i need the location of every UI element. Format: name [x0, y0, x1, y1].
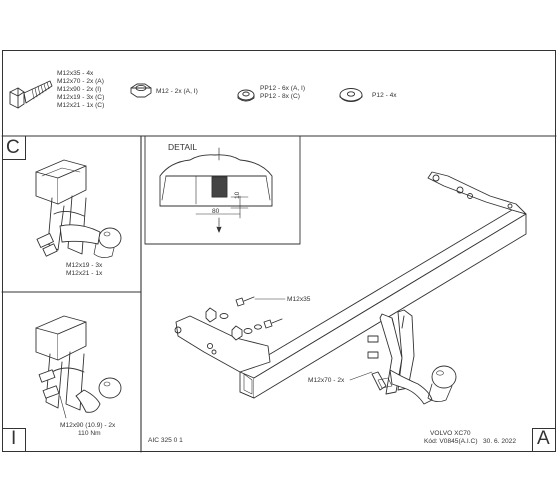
bolt-label-5: M12x21 - 1x (C) [57, 102, 105, 109]
panel-c-letter: C [6, 137, 20, 158]
panel-c-box [2, 136, 26, 160]
panel-i-torque-label: 110 Nm [78, 430, 101, 437]
panel-i-bolt-label: M12x90 (10.9) - 2x [60, 422, 116, 429]
bolt-label-2: M12x70 - 2x (A) [57, 78, 104, 85]
main-bolt-label-top: M12x35 [287, 296, 311, 303]
bolt-label-4: M12x19 - 3x (C) [57, 94, 105, 101]
panel-c-sketch [35, 159, 122, 258]
bolt-icon [9, 80, 53, 109]
bolt-label-3: M12x90 - 2x (I) [57, 86, 102, 93]
panel-c-bolt-label-1: M12x19 - 3x [66, 262, 103, 269]
panel-i-box [2, 428, 26, 452]
flat-washer-icon [339, 88, 363, 102]
tow-bar-assembly [174, 171, 527, 405]
panel-c-bolt-label-2: M12x21 - 1x [66, 270, 103, 277]
main-bolt-label-bottom: M12x70 - 2x [308, 377, 345, 384]
panel-i-letter: I [11, 428, 17, 449]
detail-inset [144, 135, 301, 245]
panel-a-box [532, 428, 556, 452]
nut-label: M12 - 2x (A, I) [156, 88, 198, 95]
drawing-code: AIC 325 0 1 [148, 437, 183, 444]
vehicle-model: VOLVO XC70 [430, 430, 471, 437]
detail-dim-horizontal: 80 [212, 208, 220, 215]
bolt-label-1: M12x35 - 4x [57, 70, 94, 77]
washer-label-1: PP12 - 6x (A, I) [260, 85, 306, 92]
kod-line: Kód: V0845(A.I.C) 30. 6. 2022 [424, 438, 517, 445]
flat-washer-label: P12 - 4x [372, 92, 397, 99]
washer-label-2: PP12 - 8x (C) [260, 93, 300, 100]
spring-washer-icon [237, 89, 255, 102]
panel-i-sketch [35, 315, 122, 419]
panel-a-letter: A [537, 428, 550, 449]
detail-dim-vertical: 10 [234, 191, 241, 199]
nut-icon [130, 83, 152, 98]
detail-title: DETAIL [168, 142, 198, 152]
drawing-frame [2, 50, 556, 452]
